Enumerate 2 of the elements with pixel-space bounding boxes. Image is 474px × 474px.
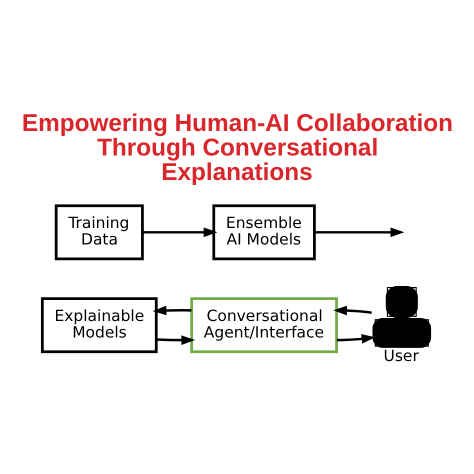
node-label: User bbox=[384, 346, 419, 365]
diagram-title: Empowering Human-AI Collaboration Through Conversational Explanations bbox=[22, 110, 454, 186]
